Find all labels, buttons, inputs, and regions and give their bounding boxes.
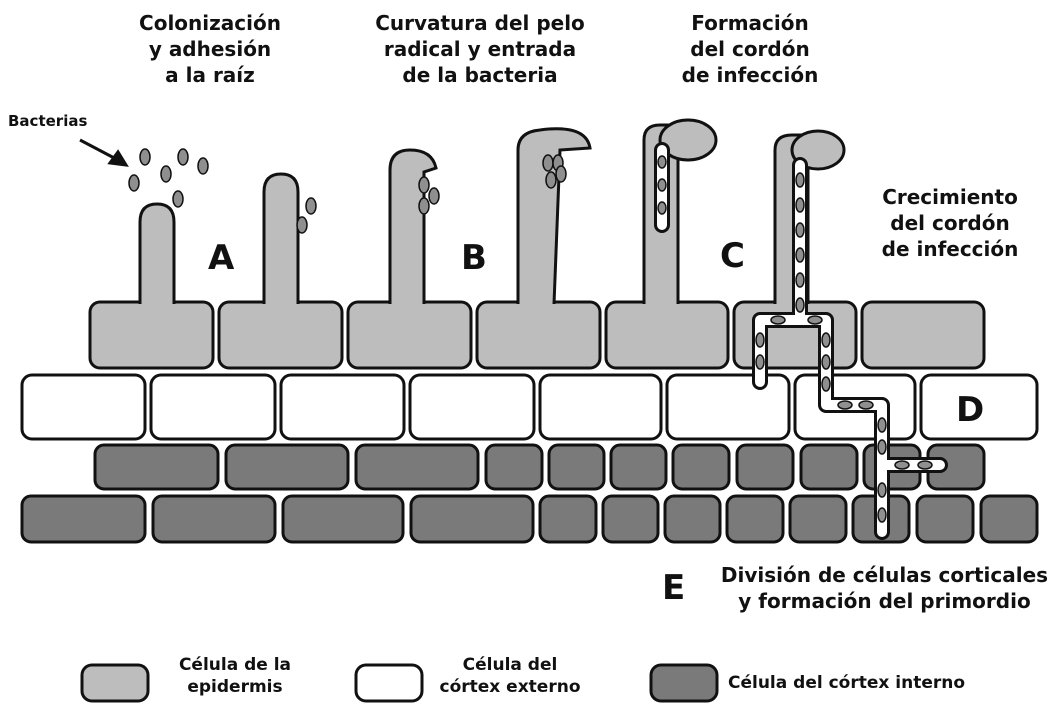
title-division-line-1: División de células corticales xyxy=(720,563,1049,587)
stage-letter-d: D xyxy=(956,390,985,430)
bacteria xyxy=(128,148,933,523)
inner-cortex-row-1 xyxy=(93,443,986,491)
legend-outer-cortex: Célula del córtex externo xyxy=(430,654,590,698)
inner-cortex-row-2 xyxy=(20,494,1039,544)
legend-swatch-epidermis xyxy=(80,663,150,703)
legend-inner-cortex: Célula del córtex interno xyxy=(728,673,966,693)
arrow-icon xyxy=(79,138,129,167)
legend-swatch-outer-cortex xyxy=(354,663,424,703)
title-cord-formation-line-2: del cordón xyxy=(690,37,810,61)
title-cord-formation: Formación del cordón de infección xyxy=(660,10,840,88)
title-colonization: Colonización y adhesión a la raíz xyxy=(110,10,310,88)
legend-swatch-inner-cortex xyxy=(649,663,719,703)
title-cord-growth-line-3: de infección xyxy=(881,237,1019,261)
title-curvature: Curvatura del pelo radical y entrada de … xyxy=(365,10,595,88)
stage-letter-e: E xyxy=(662,568,686,608)
title-colonization-line-1: Colonización xyxy=(139,11,281,35)
title-cord-formation-line-1: Formación xyxy=(691,11,809,35)
legend-epidermis-line-1: Célula de la xyxy=(178,655,292,675)
title-colonization-line-2: y adhesión xyxy=(148,37,272,61)
title-cord-formation-line-3: de infección xyxy=(681,63,819,87)
title-curvature-line-3: de la bacteria xyxy=(402,63,558,87)
title-cord-growth-line-2: del cordón xyxy=(890,211,1010,235)
title-curvature-line-1: Curvatura del pelo xyxy=(375,11,585,35)
title-division: División de células corticales y formaci… xyxy=(712,562,1057,614)
title-colonization-line-3: a la raíz xyxy=(165,63,255,87)
stage-letter-a: A xyxy=(208,238,235,278)
stage-letter-c: C xyxy=(720,236,745,276)
legend-outer-cortex-line-1: Célula del xyxy=(462,655,558,675)
title-cord-growth: Crecimiento del cordón de infección xyxy=(860,184,1040,262)
title-cord-growth-line-1: Crecimiento xyxy=(882,185,1018,209)
bacteria-label: Bacterias xyxy=(8,112,88,130)
stage-letter-b: B xyxy=(461,238,487,278)
legend-epidermis: Célula de la epidermis xyxy=(155,654,315,698)
title-division-line-2: y formación del primordio xyxy=(738,589,1031,613)
epidermis-row xyxy=(88,300,986,370)
title-curvature-line-2: radical y entrada xyxy=(383,37,577,61)
legend-outer-cortex-line-2: córtex externo xyxy=(439,677,581,698)
legend-epidermis-line-2: epidermis xyxy=(187,677,283,698)
